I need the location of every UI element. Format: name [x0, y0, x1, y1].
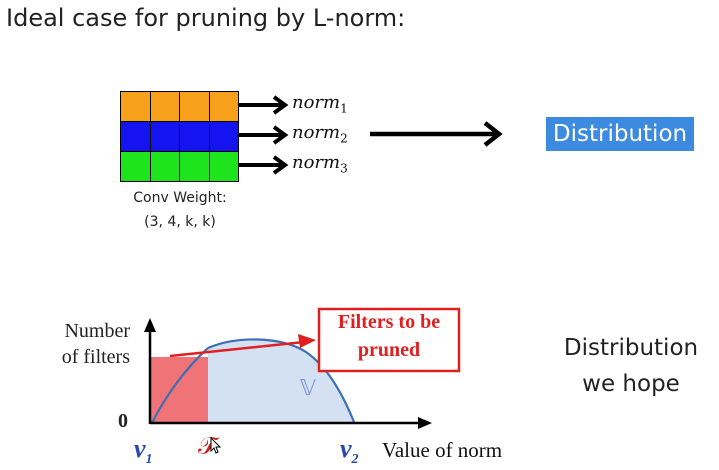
big-arrow — [370, 121, 503, 147]
arrow-head-3 — [272, 155, 289, 175]
weight-cell — [179, 151, 210, 182]
distribution-plot — [144, 307, 461, 429]
callout-line-2: pruned — [357, 339, 421, 361]
region-label: 𝕍 — [300, 375, 316, 400]
norm-label-3: norm3 — [292, 152, 348, 176]
v2-label: v2 — [340, 434, 359, 468]
callout-line-1: Filters to be — [337, 311, 441, 333]
caption-line-1: Conv Weight: — [133, 190, 227, 206]
arrow-head-1 — [272, 95, 289, 115]
weight-cell — [149, 91, 180, 122]
weight-cell — [179, 121, 210, 152]
pruned-curve-part — [151, 347, 209, 424]
pruned-region — [150, 357, 208, 423]
hope-label: Distribution we hope — [556, 330, 706, 402]
row-arrows — [238, 95, 289, 175]
weight-cell — [149, 121, 180, 152]
callout-arrowhead — [298, 334, 316, 348]
y-axis-label: Number of filters — [44, 318, 130, 370]
v1-label: v1 — [134, 434, 153, 468]
page-title: Ideal case for pruning by L-norm: — [6, 4, 406, 32]
origin-label: 0 — [118, 410, 128, 432]
x-axis-label: Value of norm — [382, 438, 503, 462]
callout-box — [317, 307, 461, 373]
hope-line-1: Distribution — [563, 335, 699, 361]
conv-weight-caption: Conv Weight: (3, 4, k, k) — [118, 186, 242, 234]
hope-line-2: we hope — [582, 371, 680, 397]
norm-label-2: norm2 — [292, 122, 348, 146]
distribution-curve — [207, 338, 356, 423]
x-axis-arrowhead — [418, 417, 432, 429]
kept-region — [208, 339, 354, 423]
conv-weight-grid — [120, 91, 239, 182]
mouse-cursor-icon — [210, 437, 222, 454]
weight-cell — [120, 91, 151, 122]
callout-text: Filters to be pruned — [319, 308, 459, 364]
weight-cell — [208, 121, 239, 152]
weight-cell — [208, 91, 239, 122]
distribution-highlight: Distribution — [546, 117, 694, 151]
y-axis-arrowhead — [144, 318, 156, 332]
ylabel-line-1: Number — [64, 320, 130, 342]
weight-cell — [208, 151, 239, 182]
weight-cell — [120, 121, 151, 152]
callout-arrow — [169, 340, 305, 358]
weight-cell — [120, 151, 151, 182]
weight-cell — [149, 151, 180, 182]
caption-line-2: (3, 4, k, k) — [144, 214, 216, 230]
arrow-head-2 — [272, 125, 289, 145]
weight-cell — [179, 91, 210, 122]
norm-label-1: norm1 — [292, 92, 348, 116]
ylabel-line-2: of filters — [61, 346, 130, 368]
